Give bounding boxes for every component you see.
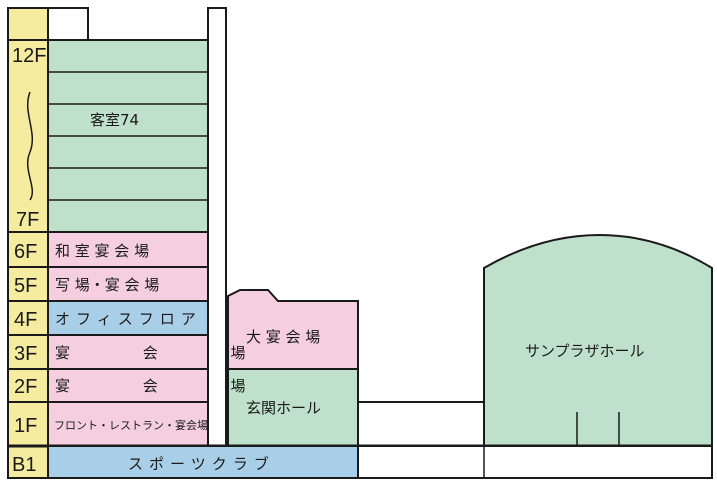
room-label-office-floor: オフィスフロア (55, 310, 202, 328)
entrance-hall-block (227, 368, 359, 447)
floor-column (7, 7, 49, 479)
room-label-photo-banquet: 写 場・宴 会 場 (55, 276, 159, 294)
floor-label-12f: 12F (12, 45, 46, 67)
floor-label-2f: 2F (14, 376, 37, 398)
floor-label-1f: 1F (14, 415, 37, 437)
floor-label-4f: 4F (14, 309, 37, 331)
room-label-sports-club: スポーツクラブ (128, 455, 275, 473)
room-label-banquet-3f: 宴 会 場 (55, 344, 280, 362)
floor-4f-block (47, 300, 209, 336)
tower-wall (207, 7, 227, 479)
floor-label-5f: 5F (14, 275, 37, 297)
floor-range-wave (26, 91, 34, 201)
room-label-entrance-hall: 玄関ホール (246, 399, 321, 417)
room-label-banquet-2f: 宴 会 場 (55, 377, 280, 395)
floor-2f-block (47, 368, 209, 403)
floor-label-3f: 3F (14, 343, 37, 365)
floor-5f-block (47, 266, 209, 302)
room-label-grand-banquet: 大 宴 会 場 (246, 328, 320, 346)
floor-label-b1: B1 (12, 454, 36, 476)
room-label-front-restaurant: フロント・レストラン・宴会場 (54, 418, 208, 432)
room-label-sunplaza-hall: サンプラザホール (525, 342, 645, 360)
room-label-guest-rooms: 客室74 (90, 111, 139, 129)
b1-level-outline (357, 445, 713, 479)
floor-3f-block (47, 334, 209, 370)
floor-label-7f: 7F (16, 209, 39, 231)
floor-6f-block (47, 231, 209, 268)
room-label-washitsu: 和 室 宴 会 場 (55, 242, 149, 260)
floor-1f-block (47, 401, 209, 447)
floor-label-6f: 6F (14, 241, 37, 263)
sunplaza-hall-block (483, 234, 713, 447)
grand-banquet-block (227, 289, 359, 370)
roof-structure (47, 7, 89, 41)
